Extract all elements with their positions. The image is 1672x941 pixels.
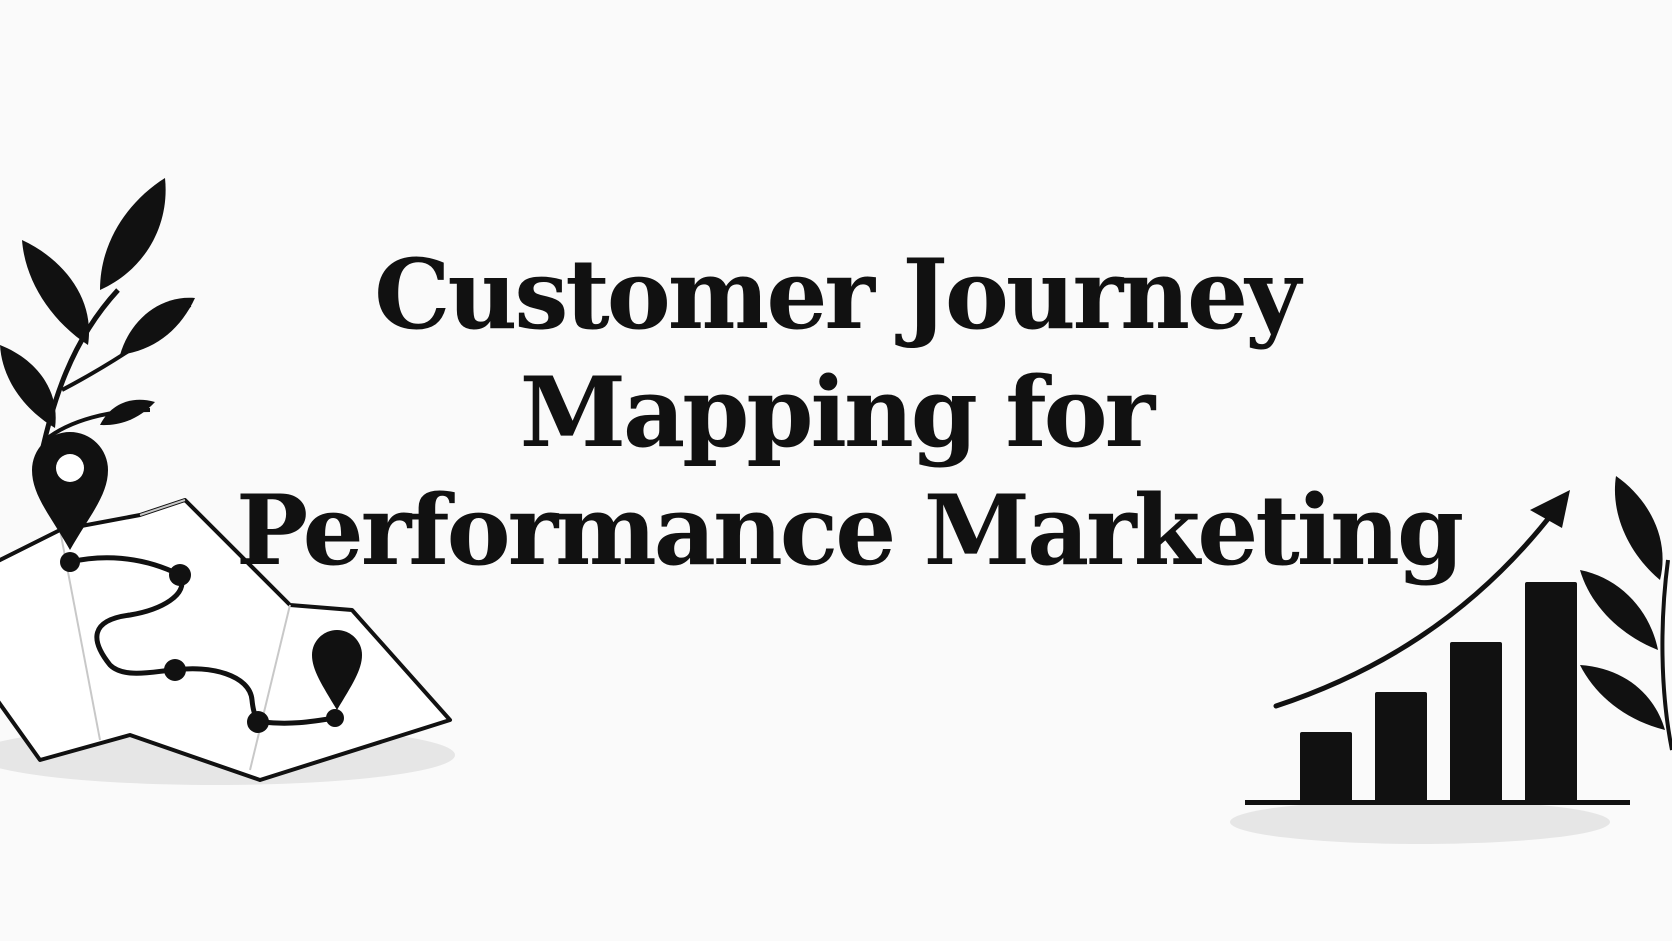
route-stop-dot xyxy=(164,659,186,681)
route-stop-dot xyxy=(169,564,191,586)
chart-bar xyxy=(1375,692,1427,802)
map-pin-icon xyxy=(312,630,362,710)
chart-bar xyxy=(1300,732,1352,802)
chart-baseline xyxy=(1245,800,1630,805)
growth-chart-illustration xyxy=(1230,476,1672,844)
bar-chart-icon xyxy=(1245,582,1630,805)
trend-arrow-icon xyxy=(1273,490,1570,709)
leaf-branch-icon xyxy=(1580,476,1672,751)
route-stop-dot xyxy=(326,709,344,727)
map-illustration xyxy=(0,178,455,785)
headline-line-3: Performance Marketing xyxy=(236,474,1464,587)
chart-bar xyxy=(1525,582,1577,802)
route-stop-dot xyxy=(60,552,80,572)
chart-bar xyxy=(1450,642,1502,802)
headline-line-1: Customer Journey xyxy=(374,238,1301,351)
leaf-branch-icon xyxy=(0,178,195,471)
headline-line-2: Mapping for xyxy=(519,356,1155,469)
headline: Customer Journey Mapping for Performance… xyxy=(236,236,1464,590)
map-pin-icon xyxy=(32,432,108,550)
chart-shadow xyxy=(1230,800,1610,844)
route-stop-dot xyxy=(247,711,269,733)
